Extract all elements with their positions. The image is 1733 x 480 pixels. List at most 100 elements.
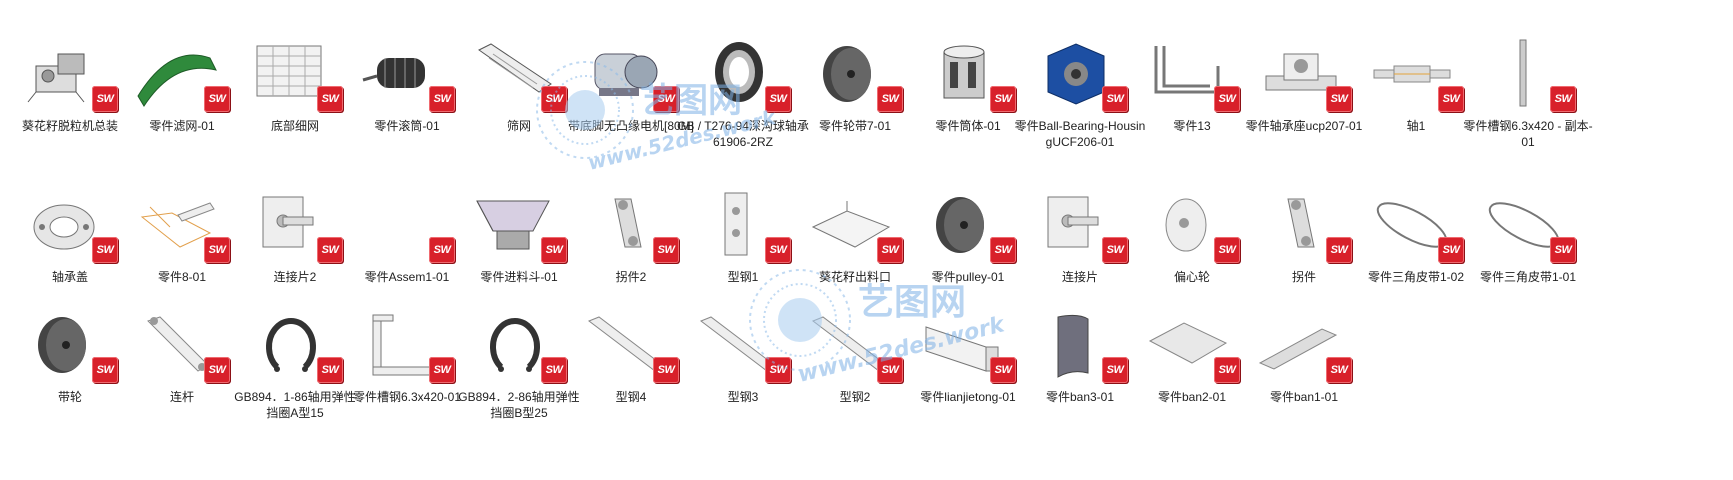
- file-item[interactable]: SW 零件三角皮带1-01: [1466, 157, 1590, 317]
- file-item[interactable]: SW 带轮: [8, 277, 132, 437]
- file-label: 零件Ball-Bearing-HousingUCF206-01: [1014, 119, 1146, 149]
- file-label: 零件ban3-01: [1045, 390, 1115, 404]
- pillow-block-icon: [1252, 36, 1348, 112]
- solidworks-badge-icon: SW: [877, 237, 903, 263]
- eccentric-wheel-icon: [1140, 187, 1236, 263]
- badge-text: SW: [1330, 244, 1348, 256]
- solidworks-badge-icon: SW: [429, 86, 455, 112]
- badge-text: SW: [1330, 364, 1348, 376]
- solidworks-badge-icon: SW: [765, 86, 791, 112]
- badge-text: SW: [545, 364, 563, 376]
- file-item[interactable]: SW 零件滚筒-01: [345, 6, 469, 166]
- file-label: 轴1: [1406, 119, 1426, 133]
- curved-plate-icon: [1028, 307, 1124, 383]
- file-label: 底部细网: [270, 119, 319, 133]
- badge-text: SW: [1106, 93, 1124, 105]
- file-label: 筛网: [506, 119, 531, 133]
- file-item[interactable]: SW GB894．1-86轴用弹性挡圈A型15: [233, 277, 357, 437]
- pulley-icon: [18, 307, 114, 383]
- solidworks-badge-icon: SW: [1214, 86, 1240, 112]
- file-label: 型钢3: [727, 390, 759, 404]
- badge-text: SW: [321, 364, 339, 376]
- badge-text: SW: [1554, 244, 1572, 256]
- bearing-icon: [691, 36, 787, 112]
- solidworks-badge-icon: SW: [1102, 357, 1128, 383]
- solidworks-badge-icon: SW: [541, 86, 567, 112]
- crank-icon: [1252, 187, 1348, 263]
- file-label: 连杆: [169, 390, 194, 404]
- file-item[interactable]: SW 底部细网: [233, 6, 357, 166]
- badge-text: SW: [321, 244, 339, 256]
- badge-text: SW: [881, 93, 899, 105]
- badge-text: SW: [994, 364, 1012, 376]
- file-label: 零件三角皮带1-01: [1479, 270, 1577, 284]
- file-item[interactable]: SW 筛网: [457, 6, 581, 166]
- shaft-icon: [1364, 36, 1460, 112]
- solidworks-badge-icon: SW: [990, 237, 1016, 263]
- solidworks-badge-icon: SW: [204, 86, 230, 112]
- file-label: 零件ban1-01: [1269, 390, 1339, 404]
- badge-text: SW: [545, 244, 563, 256]
- file-label: 零件进料斗-01: [480, 270, 558, 284]
- file-label: 零件三角皮带1-02: [1367, 270, 1465, 284]
- file-label: 带轮: [57, 390, 82, 404]
- chute-icon: [803, 187, 899, 263]
- badge-text: SW: [208, 93, 226, 105]
- flat-plate-icon: [1140, 307, 1236, 383]
- badge-text: SW: [1106, 364, 1124, 376]
- solidworks-badge-icon: SW: [877, 86, 903, 112]
- badge-text: SW: [433, 244, 451, 256]
- file-item[interactable]: SW 零件ban1-01: [1242, 277, 1366, 437]
- file-item[interactable]: SW 零件滤网-01: [120, 6, 244, 166]
- file-label: 零件滤网-01: [149, 119, 215, 133]
- file-label: 偏心轮: [1173, 270, 1210, 284]
- solidworks-badge-icon: SW: [317, 237, 343, 263]
- hopper-icon: [467, 187, 563, 263]
- file-label: 零件槽钢6.3x420-01: [352, 390, 462, 404]
- solidworks-badge-icon: SW: [317, 86, 343, 112]
- badge-text: SW: [96, 364, 114, 376]
- solidworks-badge-icon: SW: [204, 237, 230, 263]
- file-label: 拐件: [1291, 270, 1316, 284]
- solidworks-badge-icon: SW: [1326, 357, 1352, 383]
- file-item[interactable]: SW 零件槽钢6.3x420-01: [345, 277, 469, 437]
- file-item[interactable]: SW 拐件: [1242, 157, 1366, 317]
- solidworks-badge-icon: SW: [429, 357, 455, 383]
- file-item[interactable]: SW 零件Ball-Bearing-HousingUCF206-01: [1015, 6, 1145, 166]
- solidworks-badge-icon: SW: [1214, 357, 1240, 383]
- file-item[interactable]: SW 零件进料斗-01: [457, 157, 581, 317]
- file-label: 零件滚筒-01: [374, 119, 440, 133]
- solidworks-badge-icon: SW: [653, 357, 679, 383]
- solidworks-badge-icon: SW: [877, 357, 903, 383]
- file-label: GB894．1-86轴用弹性挡圈A型15: [234, 390, 356, 420]
- file-item[interactable]: SW 零件ban3-01: [1018, 277, 1142, 437]
- solidworks-badge-icon: SW: [990, 86, 1016, 112]
